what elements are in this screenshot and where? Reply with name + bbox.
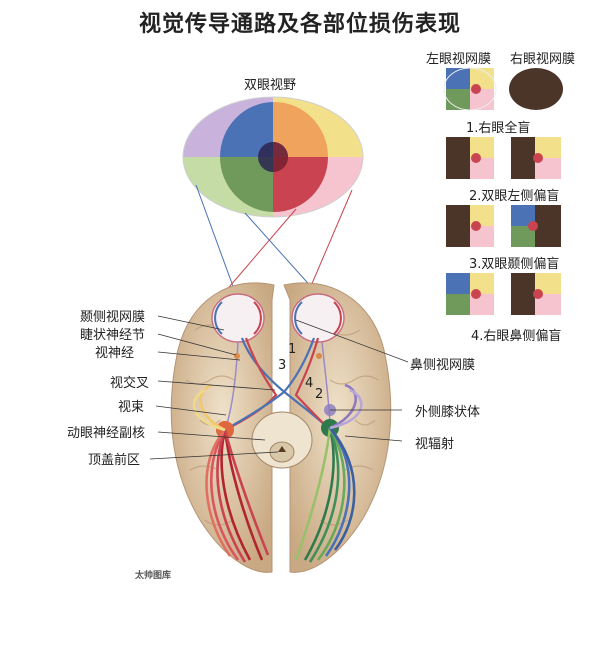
lesion-caption-1: 1.右眼全盲: [466, 121, 531, 136]
label-optic-tract: 视束: [118, 400, 145, 415]
ciliary-ganglion-left: [234, 353, 240, 359]
label-accessory-oculomotor-nucleus: 动眼神经副核: [67, 426, 146, 441]
lesion-site-2: 2: [315, 387, 324, 402]
right-retina-header: 右眼视网膜: [510, 52, 576, 67]
retina-lesion-panels: [409, 67, 563, 315]
label-ciliary-ganglion: 睫状神经节: [80, 328, 146, 343]
ciliary-ganglion-right: [316, 353, 322, 359]
lesion-caption-4: 4.右眼鼻侧偏盲: [471, 329, 562, 344]
label-optic-chiasm: 视交叉: [110, 376, 150, 391]
watermark: 太帅图库: [135, 571, 172, 581]
retina-blind-right: [509, 68, 563, 110]
lesion-site-3: 3: [278, 358, 287, 373]
visual-field-label: 双眼视野: [244, 78, 297, 93]
label-optic-nerve: 视神经: [95, 346, 135, 361]
eyeballs: [211, 293, 345, 343]
label-nasal-retina: 鼻侧视网膜: [410, 358, 476, 373]
optic-radiation-right: [294, 383, 363, 563]
page-title: 视觉传导通路及各部位损伤表现: [138, 12, 461, 37]
retina-normal-left: [409, 67, 497, 111]
label-optic-radiation: 视辐射: [415, 437, 455, 452]
label-pretectal-area: 顶盖前区: [88, 453, 141, 468]
optic-nerve-pathway: [224, 337, 331, 431]
optic-radiation-left: [192, 383, 270, 563]
label-temporal-retina: 颞侧视网膜: [80, 310, 146, 325]
lesion-site-4: 4: [305, 376, 314, 391]
lesion-site-1: 1: [288, 342, 297, 357]
binocular-visual-field: [182, 96, 364, 218]
label-leader-lines: [149, 315, 409, 460]
left-retina-header: 左眼视网膜: [426, 52, 492, 67]
lesion-caption-2: 2.双眼左侧偏盲: [469, 189, 560, 204]
brain-base-view: [170, 282, 392, 573]
label-lateral-geniculate-body: 外侧膝状体: [415, 405, 481, 420]
lesion-caption-3: 3.双眼颞侧偏盲: [469, 257, 560, 272]
